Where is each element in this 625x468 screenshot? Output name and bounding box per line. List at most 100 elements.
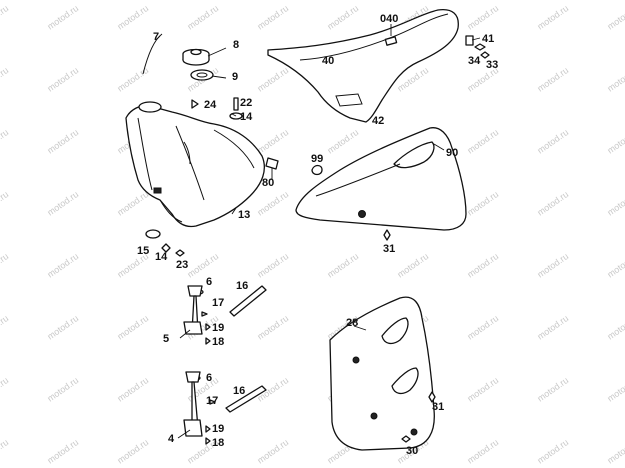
callout-90: 90	[446, 147, 458, 159]
seat-part	[267, 8, 490, 123]
watermark-text: motod.ru	[325, 251, 360, 280]
watermark-text: motod.ru	[535, 65, 570, 94]
watermark-text: motod.ru	[45, 3, 80, 32]
watermark-text: motod.ru	[255, 251, 290, 280]
watermark-text: motod.ru	[115, 437, 150, 466]
watermark-text: motod.ru	[605, 65, 625, 94]
callout-5: 5	[163, 333, 169, 345]
watermark-text: motod.ru	[465, 189, 500, 218]
watermark-text: motod.ru	[115, 375, 150, 404]
watermark-text: motod.ru	[465, 251, 500, 280]
callout-28: 28	[346, 317, 358, 329]
watermark-text: motod.ru	[535, 251, 570, 280]
watermark-text: motod.ru	[605, 313, 625, 342]
fuel-tap-lower	[183, 371, 267, 445]
callout-24: 24	[204, 99, 217, 111]
callout-23: 23	[176, 259, 188, 271]
watermark-text: motod.ru	[0, 3, 10, 32]
callout-13: 13	[238, 209, 250, 221]
watermark-text: motod.ru	[605, 3, 625, 32]
watermark-text: motod.ru	[45, 437, 80, 466]
watermark-text: motod.ru	[255, 127, 290, 156]
callout-17-lower: 17	[206, 395, 218, 407]
callout-19-upper: 19	[212, 322, 224, 334]
watermark-text: motod.ru	[255, 313, 290, 342]
callout-16-upper: 16	[236, 280, 248, 292]
callout-41: 41	[482, 33, 494, 45]
callout-42: 42	[372, 115, 384, 127]
side-panel-part	[295, 127, 467, 241]
watermark-text: motod.ru	[535, 437, 570, 466]
callout-30: 30	[406, 445, 418, 457]
watermark-text: motod.ru	[115, 189, 150, 218]
watermark-text: motod.ru	[325, 127, 360, 156]
callout-4: 4	[168, 433, 175, 445]
watermark-text: motod.ru	[0, 313, 10, 342]
watermark-text: motod.ru	[45, 313, 80, 342]
callout-labels: 040 7 8 9 40 41 34 33 22 24 14 42 99 90 …	[137, 13, 498, 457]
callout-15: 15	[137, 245, 149, 257]
callout-33: 33	[486, 59, 498, 71]
callout-14-lower: 14	[155, 251, 168, 263]
watermark-text: motod.ru	[185, 3, 220, 32]
watermark-text: motod.ru	[115, 65, 150, 94]
callout-6-lower: 6	[206, 372, 212, 384]
callout-16-lower: 16	[233, 385, 245, 397]
callout-17-upper: 17	[212, 297, 224, 309]
callout-18-upper: 18	[212, 336, 224, 348]
watermark-text: motod.ru	[0, 437, 10, 466]
watermark-text: motod.ru	[255, 189, 290, 218]
watermark-text: motod.ru	[115, 3, 150, 32]
watermark-text: motod.ru	[465, 437, 500, 466]
watermark-text: motod.ru	[255, 3, 290, 32]
watermark-text: motod.ru	[255, 437, 290, 466]
watermark-text: motod.ru	[0, 65, 10, 94]
callout-18-lower: 18	[212, 437, 224, 449]
leader-lines	[155, 24, 481, 439]
watermark-text: motod.ru	[45, 65, 80, 94]
watermark-text: motod.ru	[115, 313, 150, 342]
watermark-text: motod.ru	[45, 189, 80, 218]
watermark-text: motod.ru	[535, 127, 570, 156]
callout-8: 8	[233, 39, 239, 51]
watermark-text: motod.ru	[605, 375, 625, 404]
callout-19-lower: 19	[212, 423, 224, 435]
callout-7: 7	[153, 31, 159, 43]
callout-040: 040	[380, 13, 398, 25]
watermark-text: motod.ru	[465, 3, 500, 32]
watermark-text: motod.ru	[465, 313, 500, 342]
watermark-text: motod.ru	[465, 127, 500, 156]
callout-31-lower: 31	[432, 401, 444, 413]
watermark-text: motod.ru	[325, 3, 360, 32]
number-plate-part	[329, 296, 436, 451]
watermark-text: motod.ru	[535, 375, 570, 404]
watermark-text: motod.ru	[45, 127, 80, 156]
watermark-text: motod.ru	[0, 127, 10, 156]
watermark-text: motod.ru	[605, 437, 625, 466]
callout-22: 22	[240, 97, 252, 109]
callout-40: 40	[322, 55, 334, 67]
watermark-text: motod.ru	[535, 3, 570, 32]
callout-6-upper: 6	[206, 276, 212, 288]
watermark-text: motod.ru	[605, 127, 625, 156]
watermark-text: motod.ru	[45, 375, 80, 404]
callout-99: 99	[311, 153, 323, 165]
watermark-text: motod.ru	[605, 251, 625, 280]
fuel-tank-part	[125, 101, 265, 228]
fuel-tap-upper	[183, 285, 267, 345]
watermark-text: motod.ru	[255, 65, 290, 94]
watermark-text: motod.ru	[45, 251, 80, 280]
watermark-text: motod.ru	[535, 313, 570, 342]
callout-34: 34	[468, 55, 481, 67]
watermark-text: motod.ru	[185, 251, 220, 280]
watermark-text: motod.ru	[0, 375, 10, 404]
callout-9: 9	[232, 71, 238, 83]
watermark-text: motod.ru	[535, 189, 570, 218]
watermark-text: motod.ru	[605, 189, 625, 218]
watermark-text: motod.ru	[0, 189, 10, 218]
watermark-text: motod.ru	[395, 251, 430, 280]
callout-31-upper: 31	[383, 243, 395, 255]
watermark-text: motod.ru	[465, 375, 500, 404]
callout-80: 80	[262, 177, 274, 189]
